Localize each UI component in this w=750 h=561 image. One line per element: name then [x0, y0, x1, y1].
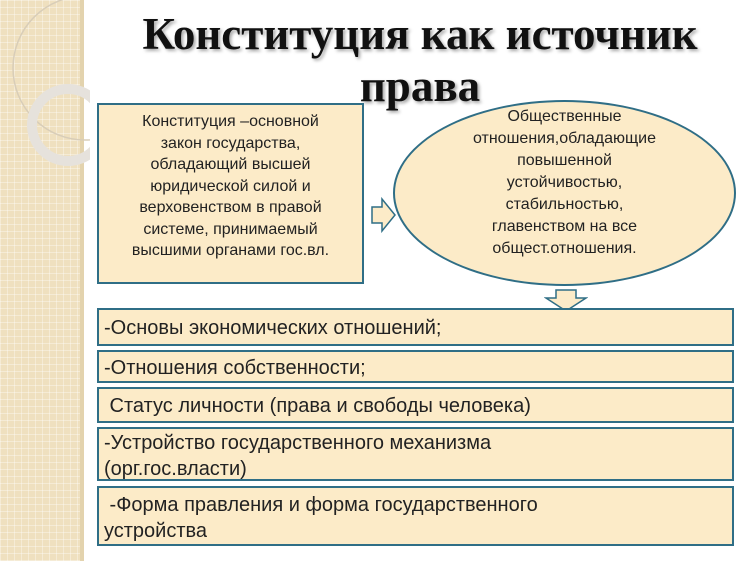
- item-text: Статус личности (права и свободы человек…: [104, 395, 531, 417]
- item-text: -Устройство государственного механизма: [104, 432, 492, 454]
- ellipse-line: отношения,обладающие: [472, 130, 657, 147]
- ellipse-line: стабильностью,: [505, 196, 624, 213]
- item-form-of-government: -Форма правления и форма государственног…: [97, 486, 734, 546]
- definition-line: юридической силой и: [150, 177, 311, 195]
- item-text: -Отношения собственности;: [104, 357, 366, 379]
- item-property-relations: -Отношения собственности;: [97, 350, 734, 383]
- arrow-right-icon: [371, 197, 396, 233]
- sidebar-edge: [80, 0, 84, 561]
- ellipse-shape: [393, 100, 736, 286]
- item-text: -Форма правления и форма государственног…: [104, 494, 538, 516]
- item-economic-relations: -Основы экономических отношений;: [97, 308, 734, 346]
- item-personal-status: Статус личности (права и свободы человек…: [97, 387, 734, 423]
- definition-line: системе, принимаемый: [143, 220, 318, 238]
- item-text: устройства: [104, 520, 208, 542]
- definition-line: высшими органами гос.вл.: [131, 242, 330, 259]
- item-state-mechanism: -Устройство государственного механизма (…: [97, 427, 734, 481]
- definition-line: Конституция –основной: [142, 113, 319, 130]
- ellipse-line: повышенной: [517, 152, 612, 169]
- ellipse-line: общест.отношения.: [492, 240, 637, 257]
- item-text: (орг.гос.власти): [104, 458, 247, 480]
- decorative-rings: [12, 0, 90, 166]
- slide-title-line1: Конституция как источник: [142, 9, 698, 59]
- ellipse-line: Общественные: [507, 108, 622, 125]
- definition-box: Конституция –основной закон государства,…: [97, 103, 364, 284]
- item-text: -Основы экономических отношений;: [104, 317, 442, 339]
- arrow-down-icon: [544, 289, 588, 312]
- ellipse-line: устойчивостью,: [506, 174, 623, 191]
- ellipse-line: главенством на все: [491, 218, 638, 235]
- definition-line: обладающий высшей: [150, 156, 311, 173]
- definition-line: верховенством в правой: [139, 199, 322, 216]
- definition-line: закон государства,: [160, 134, 301, 152]
- slide-title-line2: права: [359, 61, 481, 111]
- ellipse-text: Общественные отношения,обладающие повыше…: [393, 106, 736, 260]
